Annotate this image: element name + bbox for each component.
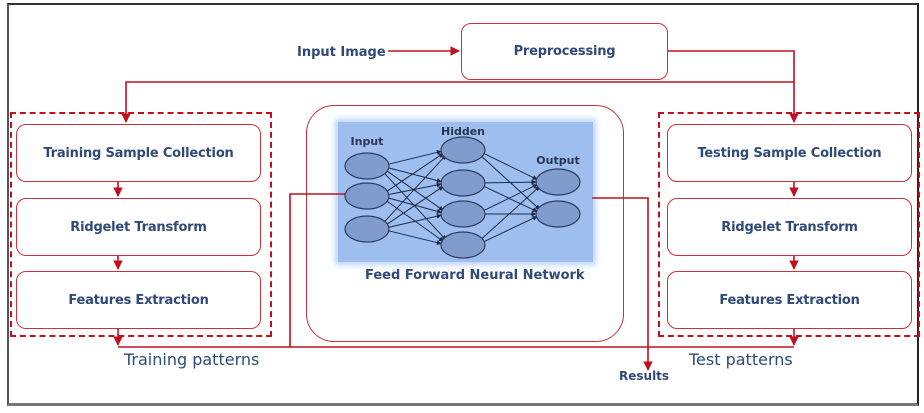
layer-label-input: Input	[351, 135, 384, 148]
nn-edge	[386, 196, 442, 214]
training-step-1-label: Training Sample Collection	[43, 145, 234, 161]
neuron-input	[344, 215, 390, 243]
nn-edge	[382, 154, 447, 225]
arrow-preprocessing-to-testing	[668, 50, 799, 123]
neuron-input	[344, 182, 390, 210]
preprocessing-box: Preprocessing	[461, 23, 668, 80]
nn-edge	[386, 149, 442, 166]
neuron-hidden	[440, 169, 486, 197]
nn-edge	[479, 186, 541, 241]
arrow-network-to-results	[592, 197, 653, 371]
training-step-2-label: Ridgelet Transform	[70, 219, 207, 235]
nn-edge	[482, 179, 537, 185]
neuron-hidden	[440, 231, 486, 259]
testing-step-1: Testing Sample Collection	[667, 124, 912, 182]
nn-edge	[384, 153, 444, 193]
nn-edge	[481, 184, 538, 212]
nn-edge	[481, 152, 538, 180]
arrow-preprocessing-to-training	[121, 81, 794, 123]
input-image-label: Input Image	[297, 45, 386, 60]
testing-group-container	[658, 112, 920, 337]
testing-step-3-label: Features Extraction	[719, 292, 860, 308]
training-patterns-label: Training patterns	[124, 350, 260, 369]
test-patterns-label: Test patterns	[689, 350, 793, 369]
training-step-3: Features Extraction	[16, 271, 261, 329]
nn-edge	[384, 199, 444, 242]
neuron-hidden	[440, 200, 486, 228]
testing-step-2-label: Ridgelet Transform	[721, 219, 858, 235]
testing-step-2: Ridgelet Transform	[667, 198, 912, 256]
training-step-3-label: Features Extraction	[68, 292, 209, 308]
layer-label-hidden: Hidden	[441, 125, 485, 138]
neuron-input	[344, 152, 390, 180]
training-group-container	[10, 112, 272, 337]
training-step-1: Training Sample Collection	[16, 124, 261, 182]
neuron-hidden	[440, 136, 486, 164]
nn-edge	[386, 166, 442, 183]
nn-edge	[386, 213, 442, 229]
results-label: Results	[619, 369, 670, 383]
nn-edge	[384, 186, 444, 226]
nn-caption: Feed Forward Neural Network	[365, 268, 585, 283]
training-step-2: Ridgelet Transform	[16, 198, 261, 256]
neuron-output	[535, 200, 581, 228]
preprocessing-label: Preprocessing	[513, 44, 616, 59]
layer-label-output: Output	[536, 154, 579, 167]
neuron-output	[535, 168, 581, 196]
testing-step-1-label: Testing Sample Collection	[697, 145, 882, 161]
nn-edge	[481, 216, 538, 243]
testing-step-3: Features Extraction	[667, 271, 912, 329]
nn-edge	[386, 229, 442, 246]
